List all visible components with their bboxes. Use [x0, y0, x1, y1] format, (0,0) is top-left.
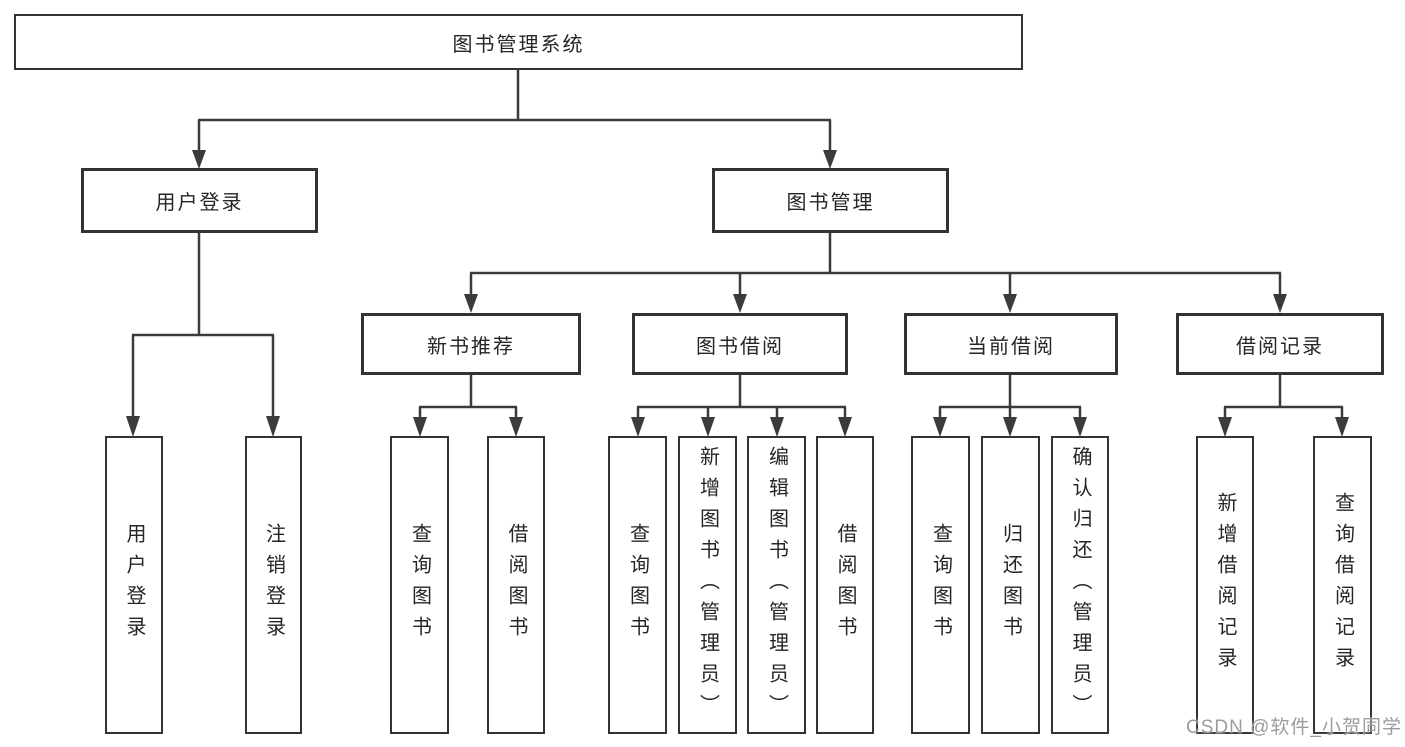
- node-book-borrow-label: 图书借阅: [696, 335, 784, 358]
- leaf-current-confirm-return-label: 确认归还（管理员）: [1069, 445, 1091, 725]
- node-book-management-label: 图书管理: [786, 192, 875, 214]
- leaf-borrow-borrow-books: 借阅图书: [816, 436, 874, 734]
- node-book-management: 图书管理: [712, 168, 949, 233]
- leaf-records-query-record-label: 查询借阅记录: [1331, 492, 1354, 678]
- leaf-recommend-borrow-books-label: 借阅图书: [505, 523, 527, 647]
- leaf-user-login: 用户登录: [105, 436, 163, 734]
- leaf-recommend-borrow-books: 借阅图书: [487, 436, 545, 734]
- connector-new-book-recommend: [413, 375, 523, 437]
- connector-borrow-records: [1218, 375, 1349, 437]
- node-user-login: 用户登录: [81, 168, 318, 233]
- connector-user-login: [126, 233, 280, 437]
- leaf-current-return-books: 归还图书: [981, 436, 1040, 734]
- connector-current-borrow: [933, 375, 1087, 437]
- connector-book-management: [464, 233, 1287, 313]
- leaf-user-login-label: 用户登录: [123, 523, 145, 647]
- leaf-records-add-record: 新增借阅记录: [1196, 436, 1254, 734]
- leaf-recommend-query-books: 查询图书: [390, 436, 449, 734]
- leaf-logout-label: 注销登录: [262, 523, 285, 647]
- node-borrow-records-label: 借阅记录: [1236, 335, 1324, 358]
- node-borrow-records: 借阅记录: [1176, 313, 1384, 375]
- node-root-label: 图书管理系统: [452, 33, 585, 56]
- leaf-recommend-query-books-label: 查询图书: [408, 523, 431, 647]
- node-current-borrow-label: 当前借阅: [967, 335, 1055, 358]
- node-new-book-recommend-label: 新书推荐: [427, 335, 515, 358]
- node-user-login-label: 用户登录: [155, 192, 244, 214]
- leaf-records-query-record: 查询借阅记录: [1313, 436, 1372, 734]
- node-new-book-recommend: 新书推荐: [361, 313, 581, 375]
- leaf-current-return-books-label: 归还图书: [999, 523, 1022, 647]
- leaf-borrow-query-books: 查询图书: [608, 436, 667, 734]
- connector-book-borrow: [631, 375, 852, 437]
- leaf-borrow-edit-books-label: 编辑图书（管理员）: [765, 445, 788, 725]
- leaf-logout: 注销登录: [245, 436, 302, 734]
- connector-root: [192, 70, 837, 169]
- leaf-current-confirm-return: 确认归还（管理员）: [1051, 436, 1109, 734]
- node-book-borrow: 图书借阅: [632, 313, 848, 375]
- leaf-records-add-record-label: 新增借阅记录: [1214, 492, 1236, 678]
- leaf-borrow-add-books: 新增图书（管理员）: [678, 436, 737, 734]
- csdn-watermark: CSDN @软件_小贺同学: [1186, 717, 1402, 738]
- leaf-current-query-books-label: 查询图书: [929, 523, 952, 647]
- node-current-borrow: 当前借阅: [904, 313, 1118, 375]
- leaf-borrow-borrow-books-label: 借阅图书: [834, 523, 856, 647]
- node-root: 图书管理系统: [14, 14, 1023, 70]
- leaf-current-query-books: 查询图书: [911, 436, 970, 734]
- leaf-borrow-add-books-label: 新增图书（管理员）: [696, 445, 719, 725]
- leaf-borrow-query-books-label: 查询图书: [626, 523, 649, 647]
- leaf-borrow-edit-books: 编辑图书（管理员）: [747, 436, 806, 734]
